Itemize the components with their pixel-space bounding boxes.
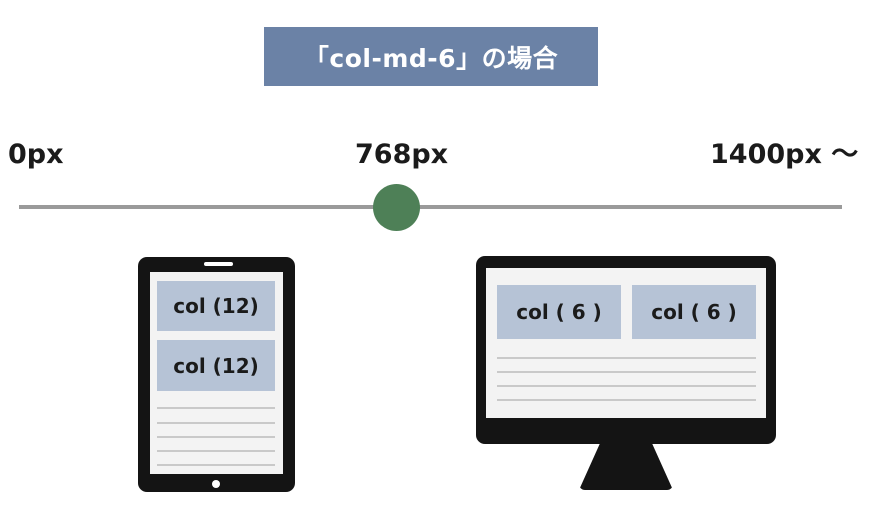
monitor-screen: col ( 6 ) col ( 6 ) xyxy=(486,268,766,418)
desktop-column-1: col ( 6 ) xyxy=(497,285,621,339)
tablet-device: col (12) col (12) xyxy=(138,257,295,492)
breakpoint-label-middle: 768px xyxy=(355,139,449,170)
breakpoint-timeline xyxy=(19,205,842,209)
content-line xyxy=(157,422,275,424)
desktop-monitor: col ( 6 ) col ( 6 ) xyxy=(476,256,776,444)
content-line xyxy=(157,464,275,466)
tablet-column-2: col (12) xyxy=(157,340,275,391)
title-banner: 「col-md-6」の場合 xyxy=(264,27,598,86)
content-line xyxy=(497,357,756,359)
content-line xyxy=(157,436,275,438)
tablet-screen: col (12) col (12) xyxy=(150,272,283,474)
tablet-home-button-icon xyxy=(212,480,220,488)
breakpoint-label-start: 0px xyxy=(8,139,64,170)
content-line xyxy=(497,399,756,401)
monitor-stand xyxy=(579,444,673,490)
content-line xyxy=(157,407,275,409)
desktop-column-2: col ( 6 ) xyxy=(632,285,756,339)
content-line xyxy=(497,371,756,373)
content-line xyxy=(497,385,756,387)
breakpoint-marker xyxy=(373,184,420,231)
tablet-column-1: col (12) xyxy=(157,281,275,331)
breakpoint-label-end: 1400px 〜 xyxy=(710,139,859,170)
content-line xyxy=(157,450,275,452)
tablet-speaker-icon xyxy=(204,262,233,266)
